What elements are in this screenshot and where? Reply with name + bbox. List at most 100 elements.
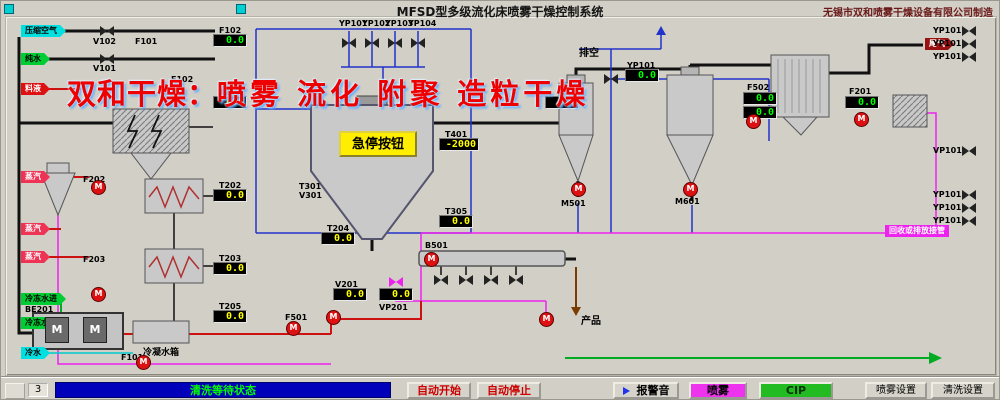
alarm-sound-button[interactable]: 报警音 [613, 382, 679, 399]
left-hopper [40, 162, 76, 217]
device-label: YP104 [408, 19, 437, 28]
watermark-prefix: 双和干燥： [67, 77, 218, 111]
device-label: F101 [121, 353, 144, 362]
exhaust-arrow [929, 352, 942, 364]
title-icon [236, 4, 246, 14]
device-label: 排空 [579, 48, 599, 59]
device-label: YP101 [933, 52, 962, 61]
value-display: 0.0 [213, 34, 247, 47]
flow-tag: 冷水 [21, 347, 50, 359]
watermark-slogan: 喷雾 流化 附聚 造粒干燥 [217, 77, 590, 111]
device-label: V102 [93, 37, 116, 46]
small-filter-box [892, 94, 928, 128]
pump-icon[interactable]: M [286, 321, 301, 336]
device-label: M501 [561, 199, 586, 208]
value-display: 0.0 [743, 92, 777, 105]
cip-button[interactable]: CIP [759, 382, 833, 399]
pump-icon[interactable]: M [424, 252, 439, 267]
pump-icon[interactable]: M [746, 114, 761, 129]
pipes-magenta [57, 112, 937, 365]
cyclone-2 [666, 66, 714, 187]
device-label: YP101 [339, 19, 368, 28]
flow-tag: 纯水 [21, 53, 50, 65]
device-label: BE201 [25, 305, 54, 314]
pipes-thin [173, 97, 517, 334]
cyclone-1 [558, 74, 594, 183]
flow-tag: 冷冻水进 [21, 293, 66, 305]
auto-start-button[interactable]: 自动开始 [407, 382, 471, 399]
page-counter: 3 [28, 383, 48, 397]
fluid-bed [418, 250, 566, 267]
spray-chamber [310, 95, 434, 240]
device-label: F202 [83, 175, 106, 184]
device-label: F101 [135, 37, 158, 46]
device-label: T301 [299, 182, 322, 191]
condensate-tank [132, 320, 190, 344]
device-label: V201 [335, 280, 358, 289]
value-display: 0.0 [213, 310, 247, 323]
air-heater-2 [144, 248, 204, 284]
flow-tag: 尾气 [925, 38, 954, 50]
company-label: 无锡市双和喷雾干燥设备有限公司制造 [823, 8, 993, 19]
device-label: T201 [219, 88, 242, 97]
auto-stop-button[interactable]: 自动停止 [477, 382, 541, 399]
flow-tag: 蒸汽 [21, 223, 50, 235]
footer-page-icon[interactable] [5, 383, 25, 399]
condenser [770, 54, 830, 136]
value-display: 0.0 [545, 96, 579, 109]
pump-icon[interactable]: M [683, 182, 698, 197]
device-label: V101 [93, 64, 116, 73]
device-label: T204 [327, 224, 350, 233]
device-label: VP101 [933, 146, 962, 155]
valves[interactable] [100, 26, 976, 285]
pump-icon[interactable]: M [326, 310, 341, 325]
value-display: 0.0 [625, 69, 659, 82]
speaker-icon [622, 387, 634, 395]
value-display: -2000 [439, 138, 479, 151]
spray-settings-button[interactable]: 喷雾设置 [865, 382, 927, 399]
vp201-valve[interactable] [389, 277, 403, 287]
device-label: YP101 [933, 39, 962, 48]
pump-icon[interactable]: M [571, 182, 586, 197]
device-label: YP103 [385, 19, 414, 28]
value-display: 0.0 [321, 232, 355, 245]
clean-settings-button[interactable]: 清洗设置 [931, 382, 995, 399]
status-bar: 清洗等待状态 [55, 382, 391, 398]
spray-button[interactable]: 喷雾 [689, 382, 747, 399]
vent-arrow [656, 26, 666, 35]
value-display: 0.0 [213, 189, 247, 202]
device-label: T202 [219, 181, 242, 190]
pump-icon[interactable]: M [539, 312, 554, 327]
pump-icon[interactable]: M [91, 287, 106, 302]
device-label: F502 [747, 83, 770, 92]
device-label: YP101 [933, 216, 962, 225]
value-display: 0.0 [379, 288, 413, 301]
device-label: 冷凝水箱 [143, 348, 180, 358]
footer-bar: 3 清洗等待状态 自动开始自动停止 报警音喷雾 CIP 喷雾设置清洗设置 [1, 377, 999, 399]
flow-tag: 料液 [21, 83, 50, 95]
value-display: 0.0 [845, 96, 879, 109]
pump-icon[interactable]: M [136, 355, 151, 370]
bag-filter [112, 108, 190, 180]
pump-icon[interactable]: M [854, 112, 869, 127]
device-label: YP102 [362, 19, 391, 28]
device-label: M601 [675, 197, 700, 206]
value-display: 0.0 [213, 262, 247, 275]
pump-icon[interactable]: M [91, 180, 106, 195]
device-label: T203 [219, 254, 242, 263]
device-label: VP201 [379, 303, 408, 312]
device-label: T305 [445, 207, 468, 216]
flow-tag: 回收或排放接管 [885, 225, 949, 237]
page-title: MFSD型多级流化床喷雾干燥控制系统 [396, 5, 604, 19]
emergency-stop-button[interactable]: 急停按钮 [339, 131, 417, 157]
device-label: T401 [445, 130, 468, 139]
device-label: B501 [425, 241, 448, 250]
device-label: YP101 [627, 61, 656, 70]
flow-tag: 蒸汽 [21, 171, 50, 183]
watermark: 双和干燥：喷雾 流化 附聚 造粒干燥 [67, 71, 589, 113]
diagram-frame [5, 16, 997, 376]
